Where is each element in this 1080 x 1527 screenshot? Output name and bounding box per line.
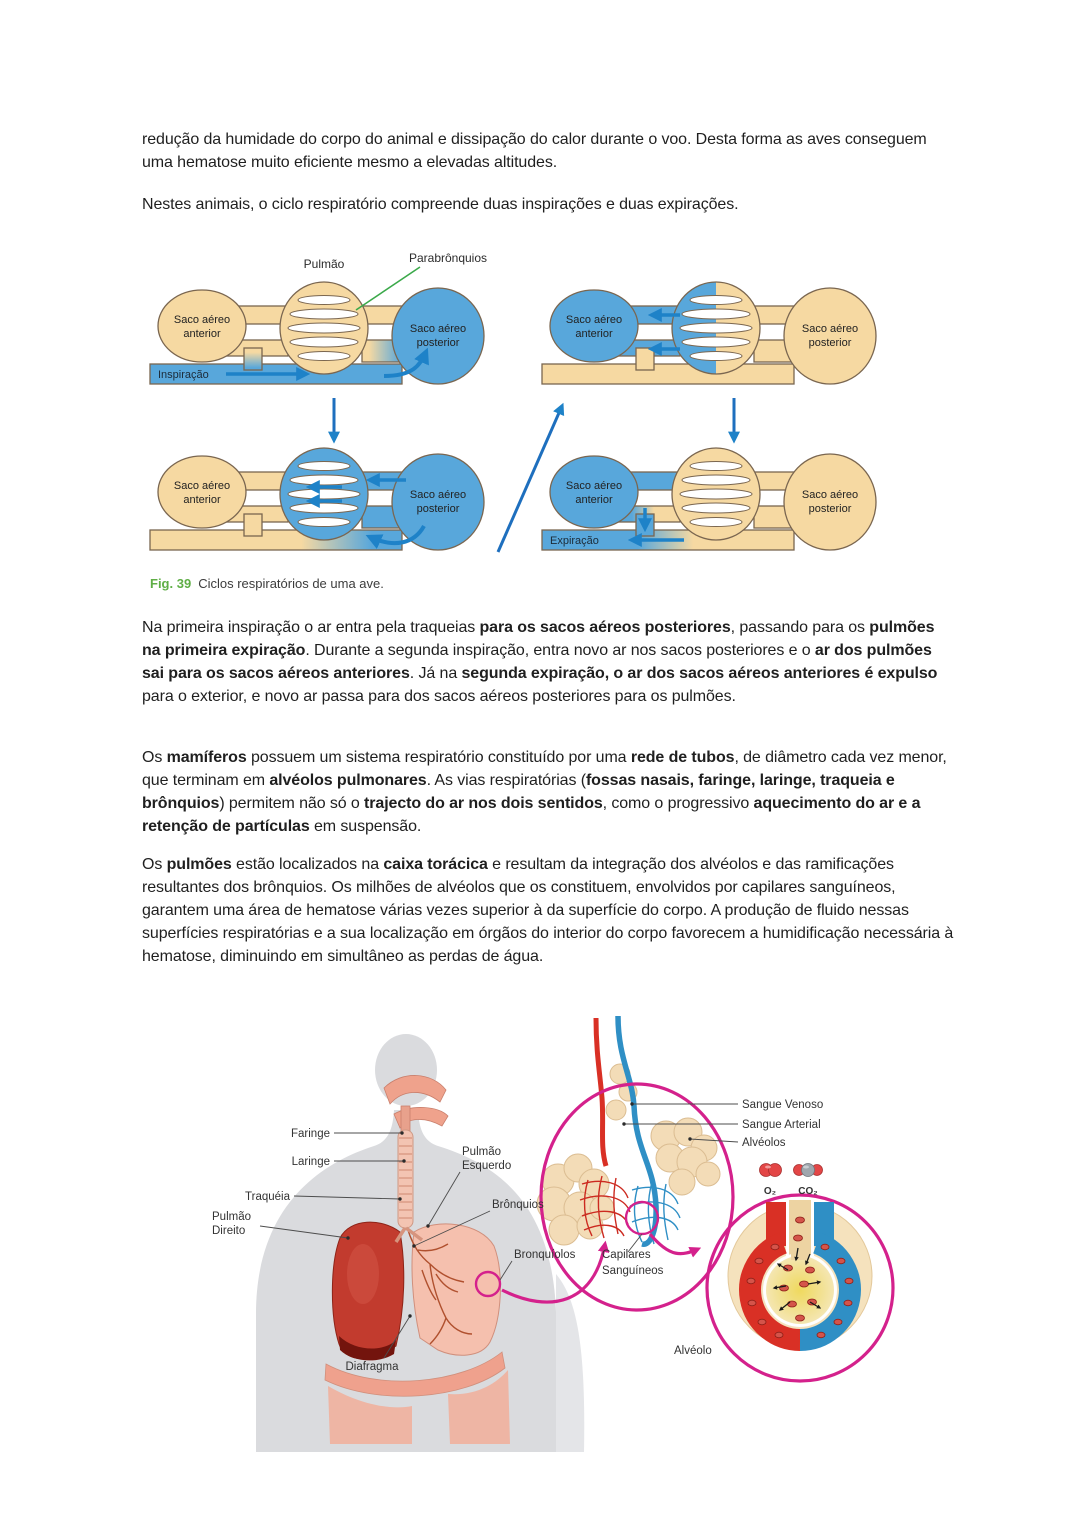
alveolus-cross-section: O₂ CO₂	[705, 1163, 895, 1383]
gas-exchange-arrows	[772, 1247, 822, 1311]
bronchiole-highlight-circle	[474, 1270, 502, 1298]
bird-respiration-figure: Inspiração Saco aéreo anterior Saco aére…	[149, 251, 877, 553]
oxygen-molecule-icon	[759, 1163, 782, 1177]
o2-label: O₂	[764, 1186, 776, 1197]
red-capillary-mesh	[579, 1175, 631, 1239]
parabronchi-label: Parabrônquios	[409, 251, 487, 265]
right-lung-label-line2: Direito	[212, 1225, 245, 1237]
venous-vessel	[593, 1017, 609, 1167]
paragraph-mammals: Os mamíferos possuem um sistema respirat…	[142, 749, 947, 835]
anterior-sac-label: Saco aéreo	[174, 480, 230, 492]
red-blood-cells	[746, 1216, 854, 1339]
anterior-sac-label: Saco aéreo	[174, 314, 230, 326]
svg-text:posterior: posterior	[809, 503, 852, 515]
svg-text:posterior: posterior	[417, 337, 460, 349]
bird-panel-second-inspiration: Saco aéreo anterior Saco aéreo posterior	[541, 281, 877, 385]
svg-text:anterior: anterior	[575, 494, 613, 506]
bronchioles-label: Bronquíolos	[514, 1249, 576, 1261]
figure-39-number: Fig. 39	[150, 576, 192, 591]
zoom-arrows	[501, 1232, 702, 1304]
carbon-dioxide-molecule-icon	[793, 1163, 823, 1177]
figure-39-caption-text: Ciclos respiratórios de uma ave.	[198, 576, 384, 591]
posterior-sac-label: Saco aéreo	[410, 323, 466, 335]
paragraph-cycle: Nestes animais, o ciclo respiratório com…	[142, 196, 739, 213]
svg-text:anterior: anterior	[575, 328, 613, 340]
bird-panel-first-expiration: Saco aéreo anterior Saco aéreo posterior	[149, 447, 485, 551]
larynx-label: Laringe	[292, 1156, 330, 1168]
trachea-label: Traquéia	[245, 1191, 291, 1203]
human-respiratory-figure: O₂ CO₂ Faringe Laringe Traquéia Pulmão D…	[212, 1015, 895, 1452]
co2-label: CO₂	[798, 1186, 817, 1197]
alveoli-label: Alvéolos	[742, 1137, 786, 1149]
posterior-sac-label: Saco aéreo	[802, 323, 858, 335]
trachea	[394, 1129, 424, 1243]
posterior-sac-label: Saco aéreo	[410, 489, 466, 501]
svg-text:posterior: posterior	[809, 337, 852, 349]
cycle-sequence-arrows	[328, 398, 740, 553]
anterior-sac-label: Saco aéreo	[566, 314, 622, 326]
venous-blood-label: Sangue Venoso	[742, 1099, 823, 1111]
left-lung-label-line1: Pulmão	[462, 1146, 501, 1158]
anterior-sac-label: Saco aéreo	[566, 480, 622, 492]
cluster-highlight-ellipse	[539, 1082, 735, 1312]
paragraph-intro: redução da humidade do corpo do animal e…	[142, 131, 927, 171]
svg-text:anterior: anterior	[183, 494, 221, 506]
leader-lines	[259, 1103, 739, 1359]
upper-airway	[383, 1075, 449, 1133]
bird-panel-second-expiration: Expiração Saco aéreo anterior Saco aéreo…	[541, 447, 877, 551]
svg-text:posterior: posterior	[417, 503, 460, 515]
diaphragm-region	[324, 1351, 510, 1444]
paragraph-lungs: Os pulmões estão localizados na caixa to…	[142, 856, 954, 965]
svg-text:anterior: anterior	[183, 328, 221, 340]
left-lung	[407, 1223, 501, 1356]
bronchi-label: Brônquios	[492, 1199, 544, 1211]
bird-panel-first-inspiration: Inspiração Saco aéreo anterior Saco aére…	[149, 281, 485, 385]
right-lung	[331, 1221, 405, 1361]
pharynx-label: Faringe	[291, 1128, 330, 1140]
diaphragm-label: Diafragma	[345, 1361, 399, 1373]
expiration-label: Expiração	[550, 535, 599, 547]
arterial-vessel	[615, 1015, 659, 1247]
figure-39-caption: Fig. 39 Ciclos respiratórios de uma ave.	[150, 576, 384, 591]
lung-label: Pulmão	[304, 257, 345, 271]
bronchial-tree	[407, 1229, 473, 1345]
leader-dots	[346, 1102, 692, 1318]
inspiration-label: Inspiração	[158, 369, 209, 381]
capillaries-label-line2: Sanguíneos	[602, 1265, 664, 1277]
paragraph-bird-cycle-detail: Na primeira inspiração o ar entra pela t…	[142, 619, 938, 705]
parabronchi-pointer-line	[355, 266, 421, 311]
left-lung-label-line2: Esquerdo	[462, 1160, 511, 1172]
posterior-sac-label: Saco aéreo	[802, 489, 858, 501]
arterial-blood-label: Sangue Arterial	[742, 1119, 821, 1131]
capillaries-label-line1: Capilares	[602, 1249, 651, 1261]
alveoli-cluster-detail	[536, 1015, 735, 1312]
alveolus-label: Alvéolo	[674, 1345, 712, 1357]
right-lung-label-line1: Pulmão	[212, 1211, 251, 1223]
